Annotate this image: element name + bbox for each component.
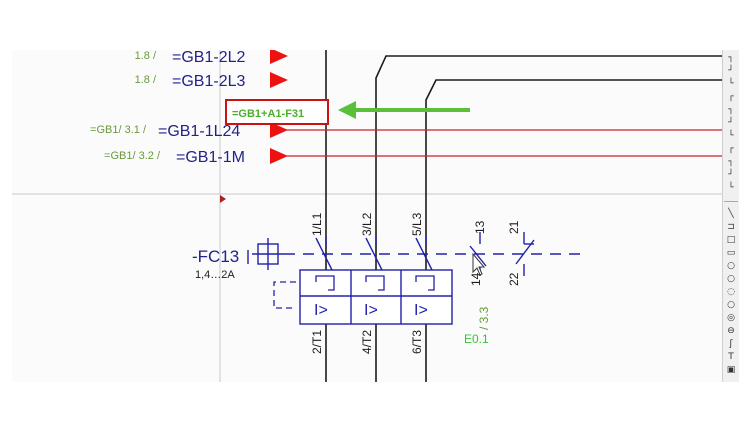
target-3[interactable]: =GB1-1L24: [158, 123, 240, 140]
red-arrow-1: [270, 50, 288, 64]
corner-icon[interactable]: ┘: [728, 66, 734, 76]
pointer-arrow-head: [338, 101, 356, 119]
target-4[interactable]: =GB1-1M: [176, 149, 245, 166]
pole-3: [415, 236, 433, 271]
schematic-diagram: 1.8 / =GB1-2L2 1.8 / =GB1-2L3 =GB1/ 3.1 …: [12, 50, 722, 382]
aux-terminal-22: 22: [507, 272, 521, 286]
trip-symbol-3: I>: [414, 302, 428, 319]
diagonal-line-icon[interactable]: ╲: [728, 209, 734, 219]
red-arrow-3: [270, 122, 288, 138]
highlight-label: =GB1+A1-F31: [232, 108, 304, 120]
circle-icon[interactable]: ○: [727, 300, 735, 310]
rectangle-icon[interactable]: ▭: [726, 248, 736, 258]
terminal-top-1: 1/L1: [310, 212, 324, 236]
corner-icon[interactable]: ┐: [728, 157, 734, 167]
aux-label-e01: E0.1: [464, 332, 489, 346]
thermal-element-1: [315, 275, 335, 291]
circle-icon[interactable]: ○: [727, 274, 735, 284]
crossref-2: 1.8 /: [135, 74, 157, 86]
corner-icon[interactable]: ┘: [728, 118, 734, 128]
thermal-element-2: [365, 275, 385, 291]
trip-dashed-enclosure: [273, 281, 296, 309]
trip-symbol-1: I>: [314, 302, 328, 319]
red-arrow-2: [270, 72, 288, 88]
mouse-pointer-icon: [472, 252, 486, 276]
trip-block: [299, 269, 453, 325]
corner-icon[interactable]: ┐: [728, 105, 734, 115]
cursor-mark: [220, 195, 226, 203]
aux-contact-21-22: [515, 232, 535, 276]
toolbar-divider: [724, 201, 738, 202]
device-range: 1,4…2A: [195, 269, 235, 281]
polyline-icon[interactable]: ⊐: [727, 222, 735, 232]
terminal-bottom-3: 6/T3: [410, 330, 424, 354]
circle-icon[interactable]: ◎: [727, 313, 735, 323]
trip-symbol-2: I>: [364, 302, 378, 319]
schematic-canvas[interactable]: 1.8 / =GB1-2L2 1.8 / =GB1-2L3 =GB1/ 3.1 …: [12, 50, 722, 382]
device-tag: -FC13: [192, 247, 239, 266]
corner-icon[interactable]: ┌: [728, 144, 734, 154]
aux-terminal-14: 14: [469, 272, 483, 286]
terminal-bottom-1: 2/T1: [310, 330, 324, 354]
corner-icon[interactable]: ┘: [728, 170, 734, 180]
circle-icon[interactable]: ○: [727, 261, 735, 271]
terminal-top-2: 3/L2: [360, 212, 374, 236]
arc-icon[interactable]: ʃ: [729, 339, 733, 349]
text-tool-icon[interactable]: T: [728, 352, 734, 362]
aux-terminal-21: 21: [507, 220, 521, 234]
pole-1: [315, 236, 333, 271]
image-tool-icon[interactable]: ▣: [726, 365, 736, 375]
crossref-1: 1.8 /: [135, 50, 157, 62]
circle-icon[interactable]: ◌: [727, 287, 735, 297]
wire-l2: [375, 55, 722, 382]
rectangle-icon[interactable]: □: [726, 235, 736, 245]
corner-icon[interactable]: └: [728, 131, 734, 141]
terminal-bottom-2: 4/T2: [360, 330, 374, 354]
pole-2: [365, 236, 383, 271]
crossref-4: =GB1/ 3.2 /: [104, 150, 161, 162]
aux-crossref: / 3.3: [477, 306, 491, 330]
target-2[interactable]: =GB1-2L3: [172, 73, 245, 90]
red-arrow-4: [270, 148, 288, 164]
circle-icon[interactable]: ⊖: [727, 326, 735, 336]
corner-icon[interactable]: └: [728, 183, 734, 193]
highlight-box: [225, 99, 329, 125]
terminal-top-3: 5/L3: [410, 212, 424, 236]
corner-icon[interactable]: ┌: [728, 92, 734, 102]
thermal-element-3: [415, 275, 435, 291]
aux-terminal-13: 13: [473, 220, 487, 234]
corner-icon[interactable]: └: [728, 79, 734, 89]
line-tool-icon[interactable]: ┐: [728, 53, 734, 63]
crossref-3: =GB1/ 3.1 /: [90, 124, 147, 136]
target-1[interactable]: =GB1-2L2: [172, 50, 245, 66]
